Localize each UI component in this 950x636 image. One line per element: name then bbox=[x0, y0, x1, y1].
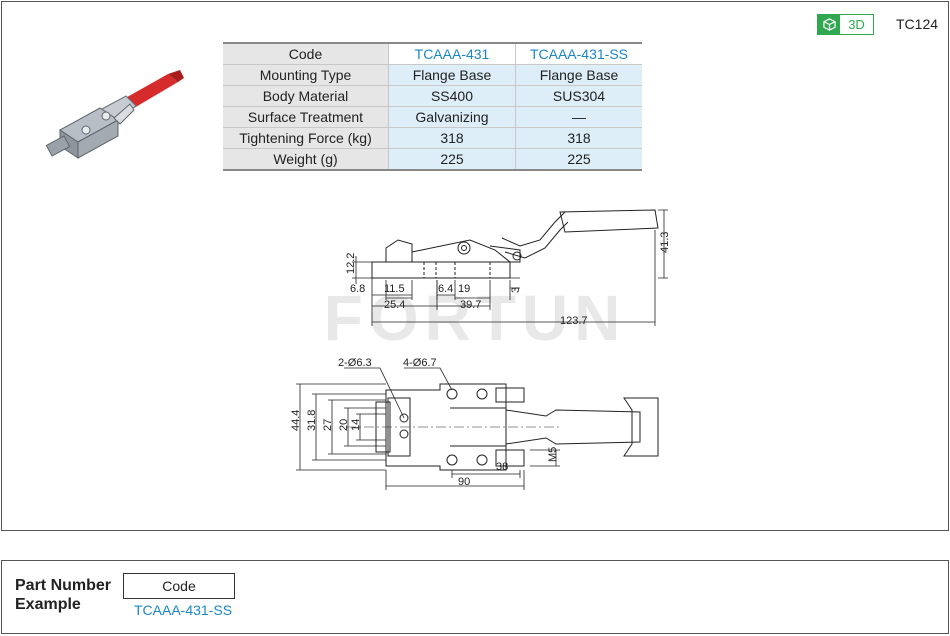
dim-6-4: 6.4 bbox=[438, 283, 453, 295]
part-number-title-line2: Example bbox=[15, 596, 81, 613]
table-cell: Body Material bbox=[223, 85, 389, 107]
dim-41-3: 41.3 bbox=[659, 232, 671, 253]
spec-sheet-frame bbox=[1, 1, 949, 531]
table-row: Surface Treatment Galvanizing — bbox=[223, 106, 642, 128]
cube-icon bbox=[818, 15, 840, 34]
3d-model-button[interactable]: 3D bbox=[817, 14, 874, 35]
side-view bbox=[371, 209, 659, 279]
table-cell: 225 bbox=[388, 148, 516, 171]
top-view-dimensions bbox=[296, 367, 560, 490]
dim-25-4: 25.4 bbox=[384, 299, 405, 311]
dim-4-d6-7: 4-Ø6.7 bbox=[403, 357, 437, 369]
dim-12-2: 12.2 bbox=[345, 253, 357, 274]
dim-20: 20 bbox=[338, 419, 350, 431]
part-number-frame bbox=[1, 560, 949, 634]
dim-19: 19 bbox=[458, 283, 470, 295]
table-row: Tightening Force (kg) 318 318 bbox=[223, 127, 642, 149]
product-photo bbox=[45, 70, 184, 159]
technical-drawing: FORTUN 12.2 6.8 11.5 25.4 6.4 19 39.7 3 … bbox=[290, 209, 671, 490]
table-cell: 318 bbox=[388, 127, 516, 149]
dim-6-8: 6.8 bbox=[350, 283, 365, 295]
dim-m5: M5 bbox=[547, 447, 559, 462]
watermark: FORTUN bbox=[324, 282, 627, 354]
table-row: Weight (g) 225 225 bbox=[223, 148, 642, 171]
side-view-dimensions bbox=[352, 209, 668, 326]
dim-11-5: 11.5 bbox=[384, 283, 405, 295]
table-cell: 318 bbox=[515, 127, 642, 149]
dim-44-4: 44.4 bbox=[290, 410, 302, 431]
table-cell: Weight (g) bbox=[223, 148, 389, 171]
table-row: Code TCAAA-431 TCAAA-431-SS bbox=[223, 42, 642, 65]
spec-table: Code TCAAA-431 TCAAA-431-SS Mounting Typ… bbox=[223, 42, 642, 171]
table-cell: Tightening Force (kg) bbox=[223, 127, 389, 149]
part-number-code-box: Code bbox=[123, 573, 235, 599]
table-cell: Mounting Type bbox=[223, 64, 389, 86]
table-cell: Galvanizing bbox=[388, 106, 516, 128]
product-code: TC124 bbox=[896, 16, 939, 32]
dim-123-7: 123.7 bbox=[560, 315, 588, 327]
dim-14: 14 bbox=[350, 419, 362, 431]
top-view bbox=[346, 383, 659, 471]
part-number-example[interactable]: TCAAA-431-SS bbox=[134, 602, 233, 618]
dim-38: 38 bbox=[496, 461, 508, 473]
table-cell: SUS304 bbox=[515, 85, 642, 107]
table-row: Mounting Type Flange Base Flange Base bbox=[223, 64, 642, 86]
table-row: Body Material SS400 SUS304 bbox=[223, 85, 642, 107]
table-cell: — bbox=[515, 106, 642, 128]
dim-3: 3 bbox=[510, 287, 522, 293]
part-number-title: Part Number Example bbox=[15, 576, 111, 614]
table-cell: 225 bbox=[515, 148, 642, 171]
dim-39-7: 39.7 bbox=[460, 299, 481, 311]
table-cell: Surface Treatment bbox=[223, 106, 389, 128]
table-cell: Flange Base bbox=[388, 64, 516, 86]
3d-label: 3D bbox=[848, 17, 865, 32]
dim-90: 90 bbox=[458, 476, 470, 488]
table-cell: Code bbox=[223, 42, 389, 65]
dim-27: 27 bbox=[322, 419, 334, 431]
table-cell[interactable]: TCAAA-431 bbox=[388, 42, 516, 65]
table-cell[interactable]: TCAAA-431-SS bbox=[515, 42, 642, 65]
dim-2-d6-3: 2-Ø6.3 bbox=[338, 357, 372, 369]
table-cell: Flange Base bbox=[515, 64, 642, 86]
dim-31-8: 31.8 bbox=[306, 410, 318, 431]
table-cell: SS400 bbox=[388, 85, 516, 107]
part-number-title-line1: Part Number bbox=[15, 577, 112, 594]
